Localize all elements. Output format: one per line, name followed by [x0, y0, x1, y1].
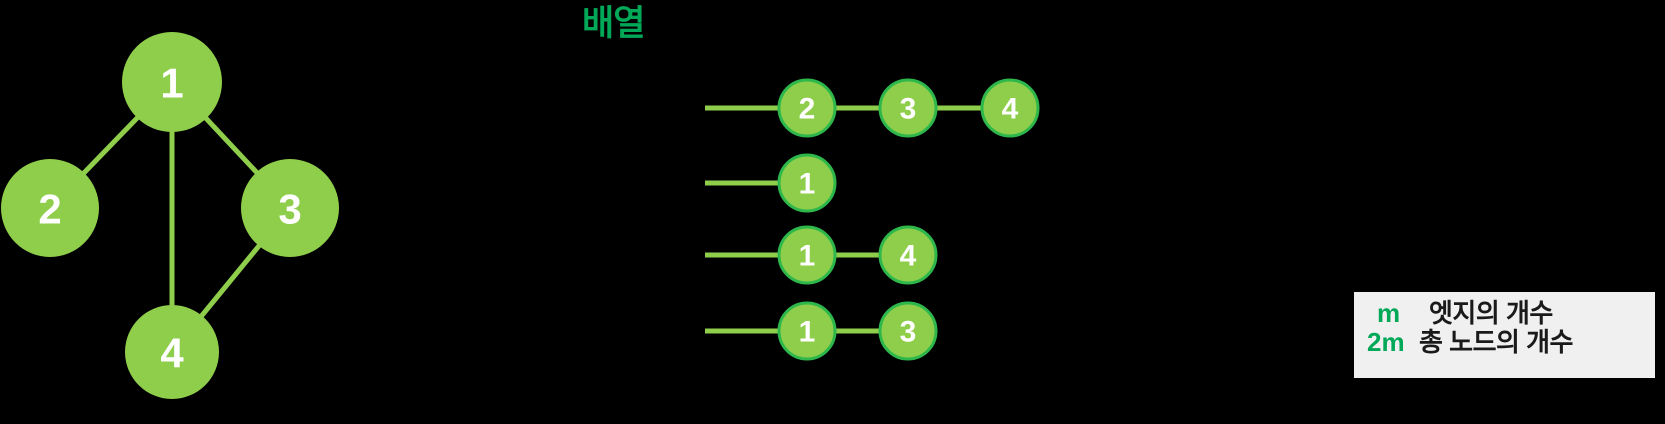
list-node-circle	[878, 301, 938, 361]
legend-box: m 엣지의 개수 2m 총 노드의 개수	[1354, 292, 1655, 378]
list-node-label: 4	[1002, 93, 1019, 126]
list-node-label: 3	[900, 316, 917, 349]
list-node-1[interactable]: 1	[777, 301, 837, 361]
graph-node-label: 1	[160, 60, 183, 107]
list-node-label: 4	[900, 240, 917, 273]
legend-row: 2m 총 노드의 개수	[1367, 327, 1643, 358]
list-node-circle	[878, 225, 938, 285]
legend-description-m: 엣지의 개수	[1429, 298, 1553, 328]
list-node-circle	[777, 153, 837, 213]
list-node-label: 3	[900, 93, 917, 126]
array-title: 배열	[582, 4, 645, 43]
list-node-label: 1	[799, 240, 816, 273]
graph-panel: 1 2 3 4	[0, 0, 400, 424]
list-node-1[interactable]: 1	[777, 153, 837, 213]
graph-node-2[interactable]: 2	[1, 159, 99, 257]
graph-node-circle	[241, 159, 339, 257]
list-node-label: 1	[799, 168, 816, 201]
legend-row: m 엣지의 개수	[1367, 298, 1643, 328]
graph-node-circle	[122, 32, 222, 132]
list-node-label: 1	[799, 316, 816, 349]
graph-node-label: 3	[278, 186, 301, 233]
list-node-circle	[777, 225, 837, 285]
legend-description-2m: 총 노드의 개수	[1419, 327, 1573, 358]
list-node-circle	[878, 78, 938, 138]
graph-node-label: 4	[160, 330, 184, 377]
graph-svg: 1 2 3 4	[1, 32, 339, 399]
graph-node-circle	[125, 305, 219, 399]
adjacency-list-row: 2 3 4	[705, 78, 1040, 138]
graph-node-4[interactable]: 4	[125, 305, 219, 399]
adjacency-list-row: 1	[705, 153, 837, 213]
legend-symbol-2m: 2m	[1367, 327, 1405, 358]
graph-node-3[interactable]: 3	[241, 159, 339, 257]
graph-node-1[interactable]: 1	[122, 32, 222, 132]
graph-node-circle	[1, 159, 99, 257]
list-node-label: 2	[799, 93, 816, 126]
list-node-circle	[777, 301, 837, 361]
list-node-4[interactable]: 4	[980, 78, 1040, 138]
list-node-4[interactable]: 4	[878, 225, 938, 285]
graph-node-label: 2	[38, 186, 61, 233]
legend-symbol-m: m	[1377, 298, 1401, 328]
graph-node-group: 1 2 3 4	[1, 32, 339, 399]
list-node-circle	[777, 78, 837, 138]
list-node-3[interactable]: 3	[878, 78, 938, 138]
list-node-2[interactable]: 2	[777, 78, 837, 138]
list-node-circle	[980, 78, 1040, 138]
list-node-1[interactable]: 1	[777, 225, 837, 285]
list-node-3[interactable]: 3	[878, 301, 938, 361]
